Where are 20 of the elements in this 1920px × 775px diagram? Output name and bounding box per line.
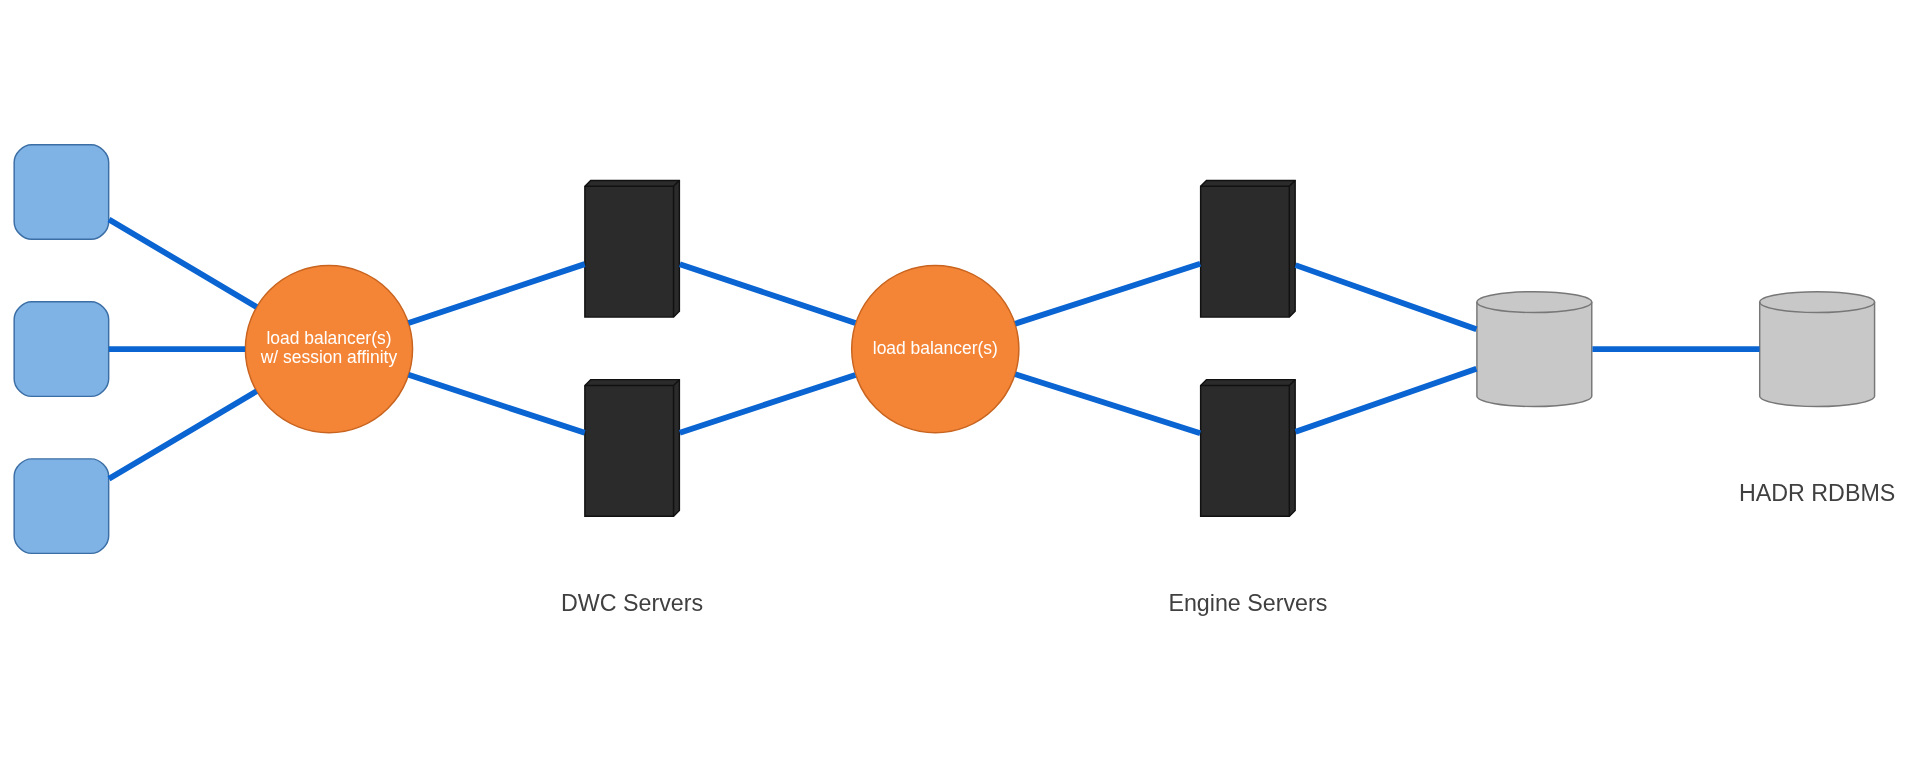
node-person — [13, 457, 110, 554]
label: Engine Servers — [1168, 589, 1328, 616]
label: DWC Servers — [561, 589, 704, 616]
connector — [107, 388, 259, 481]
connector — [1014, 370, 1202, 436]
connector — [1294, 261, 1478, 332]
connector — [107, 216, 259, 309]
connector — [407, 371, 586, 436]
connector — [678, 371, 857, 435]
connector — [1294, 365, 1478, 435]
node-circle: load balancer(s) — [850, 264, 1020, 433]
connector — [678, 260, 857, 326]
node-circle: load balancer(s) w/ session affinity — [244, 264, 414, 433]
node-person — [13, 300, 110, 397]
connector — [1014, 260, 1202, 326]
label: HADR RDBMS — [1738, 479, 1896, 506]
connector — [1592, 345, 1760, 352]
node-person — [13, 143, 110, 240]
connector — [108, 345, 246, 352]
connector — [407, 260, 586, 326]
